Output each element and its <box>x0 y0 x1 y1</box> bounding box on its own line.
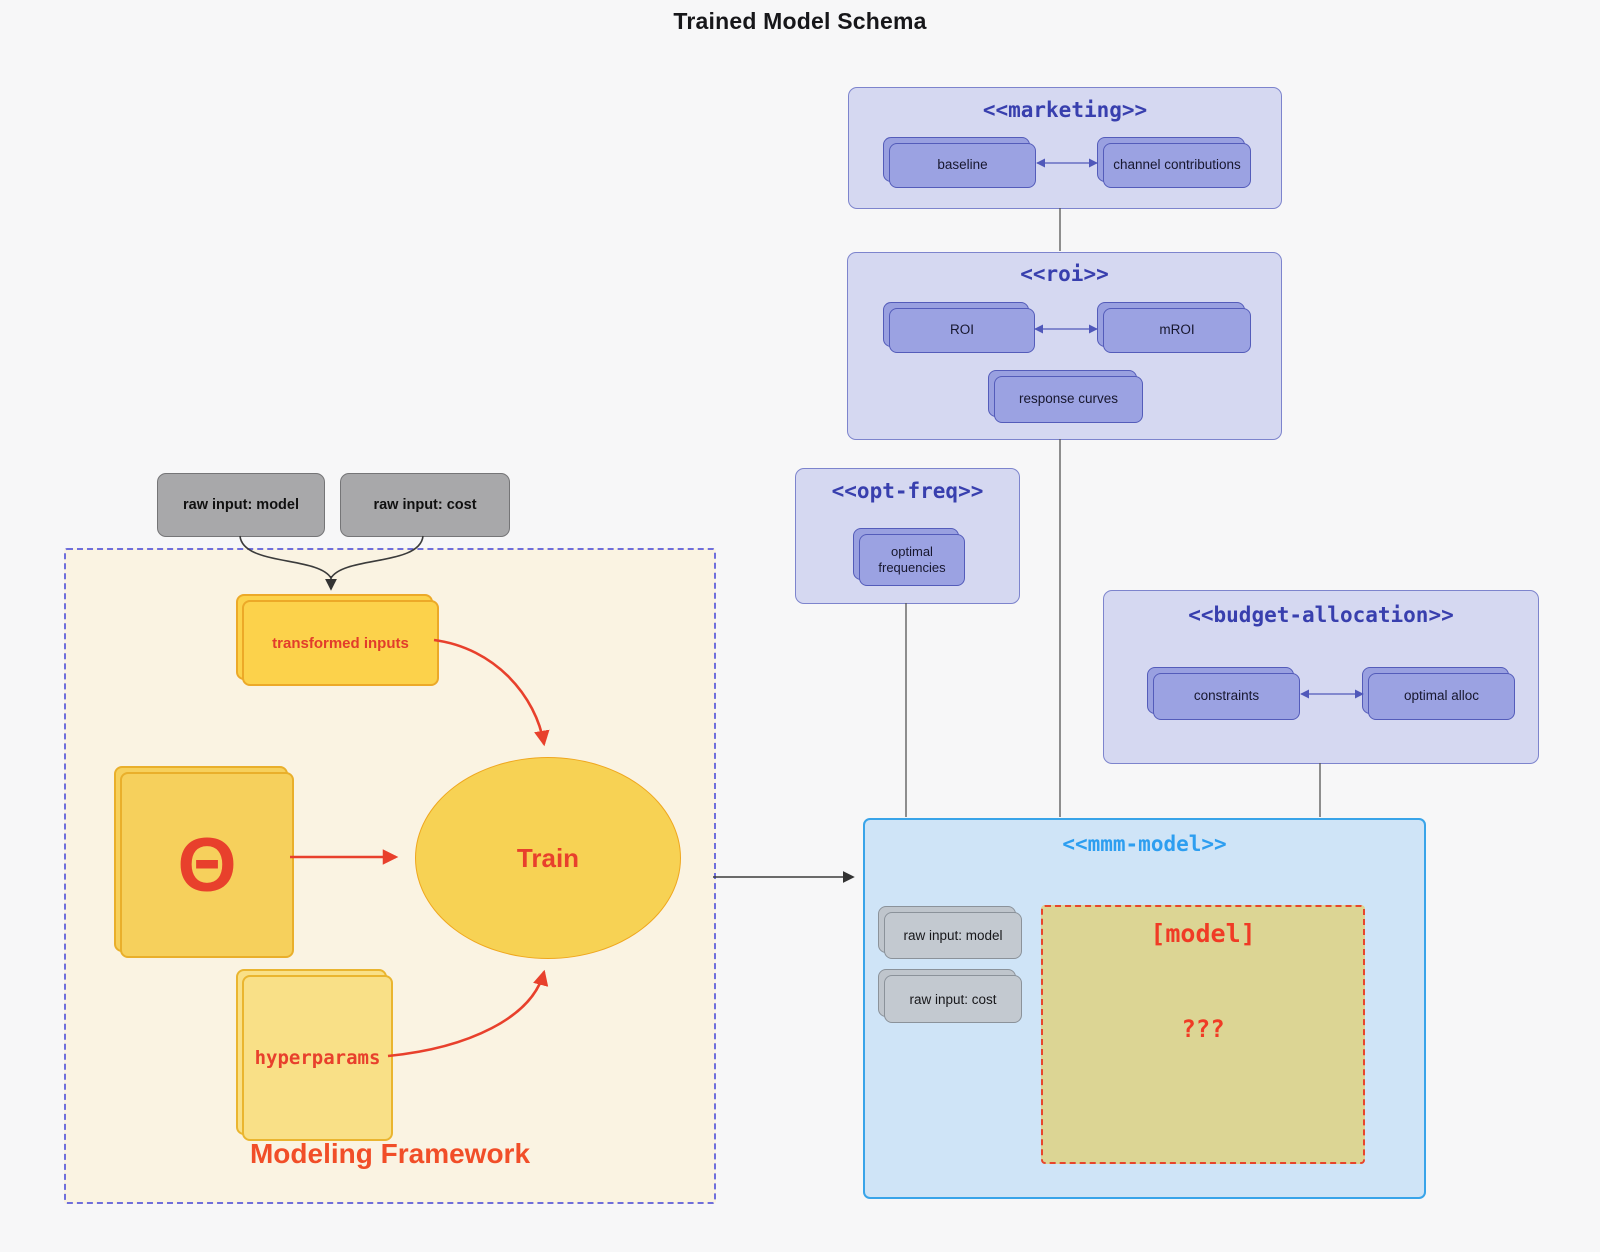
roi-group: <<roi>> ROI mROI response curves <box>847 252 1282 440</box>
opt-freq-group: <<opt-freq>> optimal frequencies <box>795 468 1020 604</box>
node-channel-contributions: channel contributions <box>1097 137 1251 188</box>
node-baseline: baseline <box>883 137 1036 188</box>
node-optimal-frequencies: optimal frequencies <box>853 528 965 586</box>
mmm-model-group-title: <<mmm-model>> <box>1062 832 1227 856</box>
node-hyperparams: hyperparams <box>236 969 393 1141</box>
node-mmm-raw-input-model: raw input: model <box>878 906 1022 959</box>
marketing-group-title: <<marketing>> <box>982 98 1148 122</box>
modeling-framework-label: Modeling Framework <box>249 1138 531 1169</box>
model-placeholder-box: [model] ??? <box>1041 905 1365 1164</box>
budget-allocation-group-title: <<budget-allocation>> <box>1188 603 1454 627</box>
modeling-framework-group: transformed inputs Θ Train hyperparams M… <box>64 548 716 1204</box>
node-optimal-alloc: optimal alloc <box>1362 667 1515 720</box>
diagram-title: Trained Model Schema <box>673 8 927 34</box>
node-theta: Θ <box>114 766 294 958</box>
node-raw-input-cost: raw input: cost <box>333 466 510 537</box>
opt-freq-group-title: <<opt-freq>> <box>831 479 984 503</box>
model-box-question-marks: ??? <box>1181 1015 1225 1043</box>
node-train: Train <box>415 757 681 959</box>
node-raw-input-model: raw input: model <box>150 466 325 537</box>
model-box-label: [model] <box>1150 919 1256 948</box>
node-constraints: constraints <box>1147 667 1300 720</box>
node-roi: ROI <box>883 302 1035 353</box>
node-transformed-inputs: transformed inputs <box>236 594 439 686</box>
node-mroi: mROI <box>1097 302 1251 353</box>
node-mmm-raw-input-cost: raw input: cost <box>878 969 1022 1023</box>
roi-group-title: <<roi>> <box>1020 262 1109 286</box>
marketing-group: <<marketing>> baseline channel contribut… <box>848 87 1282 209</box>
mmm-model-group: <<mmm-model>> raw input: model raw input… <box>863 818 1426 1199</box>
node-response-curves: response curves <box>988 370 1143 423</box>
budget-allocation-group: <<budget-allocation>> constraints optima… <box>1103 590 1539 764</box>
